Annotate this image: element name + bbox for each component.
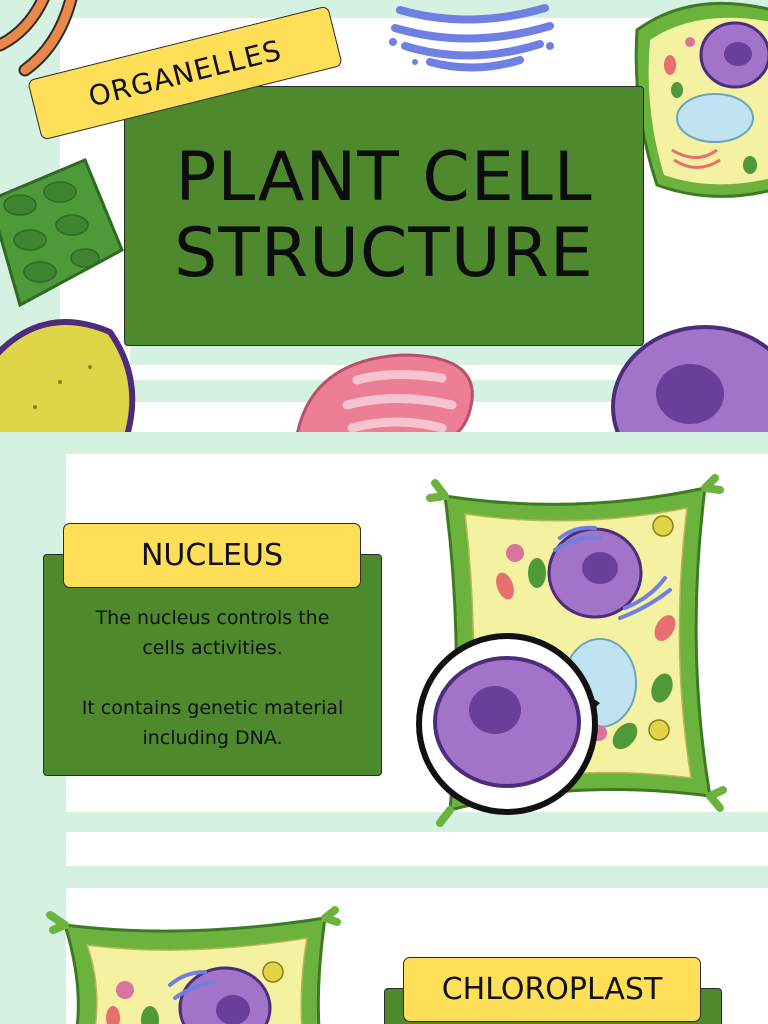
plant-cell-illustration [416, 474, 727, 827]
plant-cell-illustration [46, 906, 341, 1024]
mitochondrion-decoration [296, 353, 474, 432]
nucleus-heading-tag: NUCLEUS [63, 523, 361, 588]
slide-title-line-1: PLANT CELL [175, 138, 593, 217]
plant-cell-illustration [634, 1, 768, 198]
description-line: cells activities. [142, 637, 283, 659]
mint-stripe [66, 812, 768, 832]
golgi-apparatus-decoration [389, 4, 554, 72]
slide-background-panel [66, 832, 768, 866]
chloroplast-decoration [0, 158, 124, 308]
chloroplast-heading-tag: CHLOROPLAST [403, 957, 701, 1022]
title-slide: PLANT CELL STRUCTURE ORGANELLES [0, 0, 768, 432]
description-line: It contains genetic material [81, 697, 344, 719]
mint-stripe [0, 0, 768, 18]
paragraph-spacer [44, 663, 381, 693]
mint-stripe [130, 345, 768, 365]
golgi-orange-decoration [0, 0, 78, 77]
title-panel: PLANT CELL STRUCTURE [124, 86, 644, 346]
vacuole-decoration [0, 319, 136, 432]
description-line: The nucleus controls the [95, 607, 330, 629]
slide-title-line-2: STRUCTURE [174, 214, 594, 293]
nucleus-slide: The nucleus controls the cells activitie… [0, 434, 768, 866]
description-line: including DNA. [142, 727, 283, 749]
chloroplast-slide: CHLOROPLAST [0, 868, 768, 1024]
animal-cell-decoration [611, 325, 768, 432]
